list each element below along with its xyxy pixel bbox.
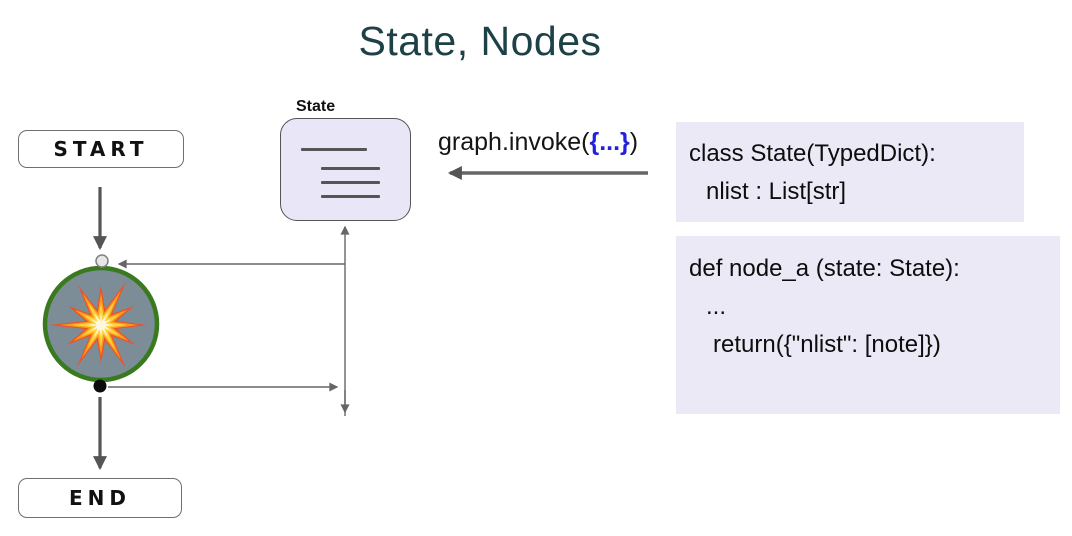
start-node: START <box>18 130 184 168</box>
state-box <box>280 118 411 221</box>
code-block-state-class: class State(TypedDict): nlist : List[str… <box>676 122 1024 222</box>
code-line: return({"nlist": [note]}) <box>713 331 941 358</box>
code-line: class State(TypedDict): <box>689 140 936 167</box>
code-block-node-function: def node_a (state: State): ... return({"… <box>676 236 1060 414</box>
end-node: END <box>18 478 182 518</box>
invoke-braces: {...} <box>589 128 630 156</box>
node-input-port <box>95 254 109 268</box>
code-line: def node_a (state: State): <box>689 255 960 282</box>
explosion-icon <box>49 281 147 369</box>
invoke-call-label: graph.invoke({...}) <box>438 128 639 156</box>
list-lines-icon <box>301 148 367 151</box>
code-line: nlist : List[str] <box>706 178 847 205</box>
page-title: State, Nodes <box>358 18 602 64</box>
start-node-label: START <box>53 137 149 161</box>
code-line: ... <box>706 293 727 320</box>
node-output-port <box>93 379 107 393</box>
state-box-label: State <box>296 98 336 115</box>
end-node-label: END <box>68 486 131 510</box>
